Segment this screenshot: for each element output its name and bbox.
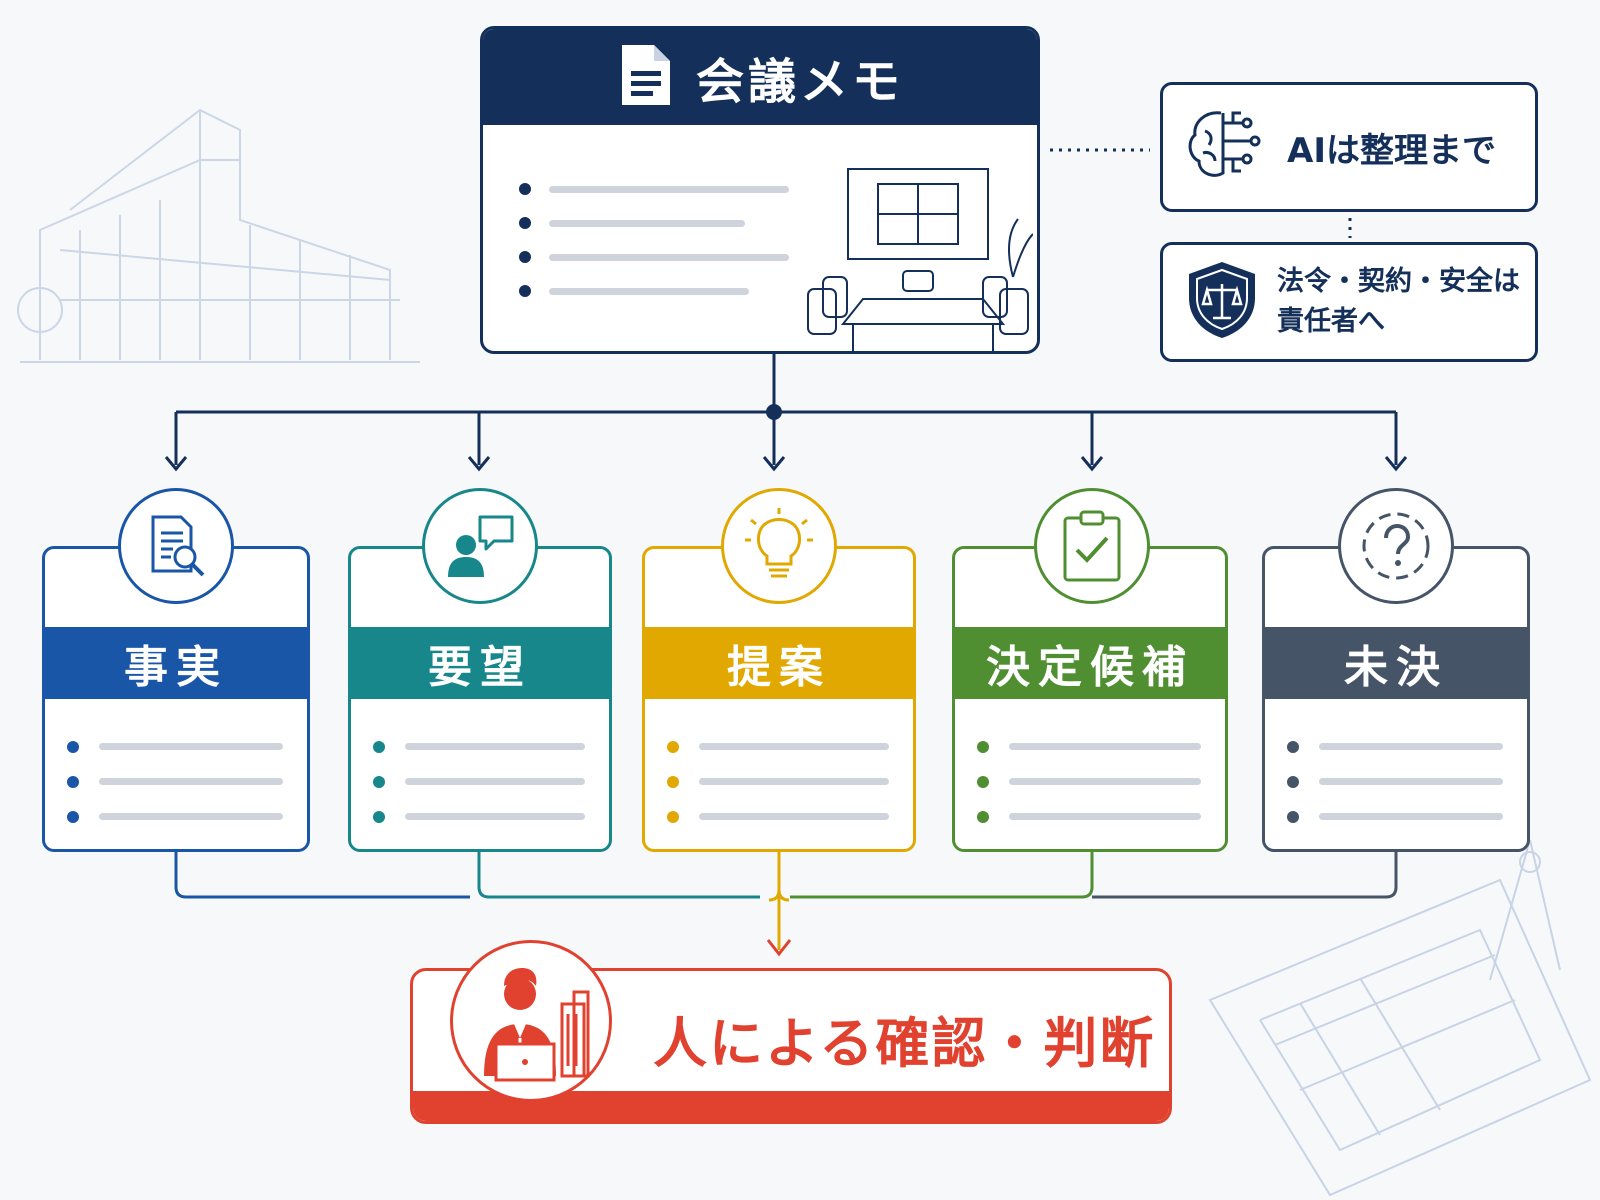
category-card-facts: 事実 bbox=[42, 546, 310, 852]
question-icon bbox=[1338, 488, 1454, 604]
lightbulb-icon bbox=[721, 488, 837, 604]
ai-scope-note: AIは整理まで bbox=[1160, 82, 1538, 212]
category-label: 事実 bbox=[45, 627, 307, 699]
category-label: 要望 bbox=[351, 627, 609, 699]
category-card-proposals: 提案 bbox=[642, 546, 916, 852]
memo-branch-connectors bbox=[174, 354, 1398, 465]
meeting-room-icon bbox=[807, 168, 1033, 351]
document-search-icon bbox=[118, 488, 234, 604]
shield-scales-icon bbox=[1183, 258, 1261, 346]
meeting-memo-card: 会議メモ bbox=[480, 26, 1040, 354]
responsibility-text-line1: 法令・契約・安全は bbox=[1277, 266, 1520, 297]
clipboard-check-icon bbox=[1034, 488, 1150, 604]
category-card-decision-candidates: 決定候補 bbox=[952, 546, 1228, 852]
memo-line bbox=[519, 285, 749, 297]
blueprint-sketch bbox=[1208, 839, 1592, 1197]
category-label: 決定候補 bbox=[955, 627, 1225, 699]
building-sketch bbox=[17, 108, 420, 363]
document-icon bbox=[616, 43, 674, 111]
merge-connectors bbox=[174, 852, 1398, 957]
category-label: 提案 bbox=[645, 627, 913, 699]
person-speech-icon bbox=[422, 488, 538, 604]
responsibility-note: 法令・契約・安全は 責任者へ bbox=[1160, 242, 1538, 362]
businessman-laptop-icon bbox=[450, 940, 612, 1102]
memo-line bbox=[519, 251, 789, 263]
branch-arrowheads bbox=[164, 456, 1408, 472]
memo-title: 会議メモ bbox=[695, 54, 904, 110]
brain-circuit-icon bbox=[1185, 105, 1269, 189]
category-label: 未決 bbox=[1265, 627, 1527, 699]
human-review-label: 人による確認・判断 bbox=[653, 1012, 1156, 1075]
ai-scope-text: AIは整理まで bbox=[1287, 130, 1496, 171]
memo-line bbox=[519, 183, 789, 195]
responsibility-text-line2: 責任者へ bbox=[1277, 306, 1385, 337]
branch-node bbox=[766, 404, 782, 420]
memo-line bbox=[519, 217, 745, 229]
memo-header: 会議メモ bbox=[483, 29, 1037, 125]
